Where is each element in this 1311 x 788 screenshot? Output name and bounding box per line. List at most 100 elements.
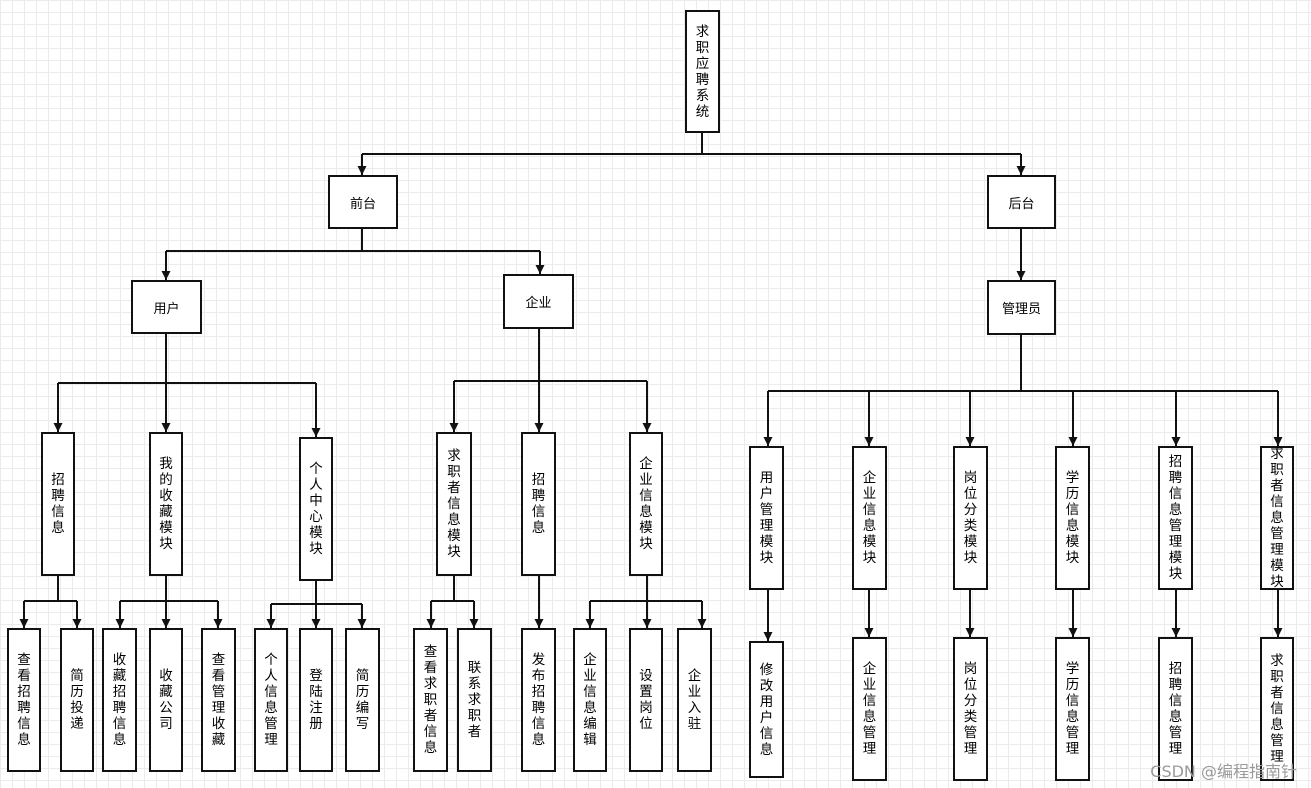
arrow-head [763,437,773,446]
arrow-head [864,437,874,446]
arrow-head [19,619,29,628]
arrow-head [469,619,479,628]
node-company-info: 企业信息模块 [629,432,663,576]
node-admin-education: 学历信息模块 [1055,446,1090,590]
node-company-recruit-info: 招聘信息 [521,432,556,576]
node-admin-recruit-mgmt: 招聘信息管理模块 [1158,446,1193,590]
leaf-edit-company-info-label: 企业信息编辑 [583,652,597,748]
leaf-education-mgmt: 学历信息管理 [1055,637,1090,781]
leaf-login-register-label: 登陆注册 [309,668,323,732]
node-root: 求职应聘系统 [685,10,720,133]
leaf-contact-seeker-label: 联系求职者 [467,660,482,740]
node-user-label: 用户 [153,301,180,317]
node-back-label: 后台 [1008,196,1035,212]
csdn-watermark: CSDN @编程指南针 [1150,762,1297,781]
node-user: 用户 [131,280,202,334]
node-admin: 管理员 [987,280,1056,335]
arrow-head [213,619,223,628]
arrow-head [642,619,652,628]
node-admin-company-info-label: 企业信息模块 [862,470,877,566]
leaf-resume-submit: 简历投递 [60,628,94,772]
node-admin-user-mgmt: 用户管理模块 [749,446,784,590]
node-back: 后台 [987,175,1056,229]
arrow-head [642,423,652,432]
node-company-recruit-info-label: 招聘信息 [531,472,546,536]
arrow-head [1016,271,1026,280]
leaf-recruit-info-mgmt: 招聘信息管理 [1158,637,1193,781]
arrow-head [72,619,82,628]
leaf-resume-write: 简历编写 [345,628,380,772]
leaf-edit-user-info: 修改用户信息 [749,641,784,778]
leaf-recruit-info-mgmt-label: 招聘信息管理 [1168,661,1183,757]
leaf-fav-company-label: 收藏公司 [159,668,173,732]
arrow-head [266,619,276,628]
leaf-view-recruit-info-label: 查看招聘信息 [17,652,31,748]
arrow-head [311,619,321,628]
arrow-head [1273,628,1283,637]
leaf-fav-recruit-info-label: 收藏招聘信息 [112,652,127,748]
leaf-contact-seeker: 联系求职者 [457,628,492,772]
node-front: 前台 [328,175,398,229]
arrow-head [161,619,171,628]
node-admin-job-category-label: 岗位分类模块 [963,470,978,566]
leaf-fav-company: 收藏公司 [149,628,183,772]
leaf-view-recruit-info: 查看招聘信息 [7,628,41,772]
node-admin-job-category: 岗位分类模块 [953,446,988,590]
leaf-job-category-mgmt: 岗位分类管理 [953,637,988,781]
node-front-label: 前台 [349,196,376,212]
arrow-head [161,423,171,432]
leaf-view-seeker-info: 查看求职者信息 [413,628,448,772]
arrow-head [535,265,545,274]
arrow-head [1068,628,1078,637]
node-company-info-label: 企业信息模块 [639,456,653,552]
leaf-job-category-mgmt-label: 岗位分类管理 [963,661,978,757]
node-root-label: 求职应聘系统 [695,23,710,120]
arrow-head [1273,437,1283,446]
node-admin-education-label: 学历信息模块 [1065,470,1080,566]
leaf-manage-favorites-label: 查看管理收藏 [211,652,226,748]
node-company-seeker-info-label: 求职者信息模块 [447,448,461,560]
arrow-head [585,619,595,628]
leaf-login-register: 登陆注册 [299,628,333,772]
leaf-resume-submit-label: 简历投递 [70,668,84,732]
leaf-resume-write-label: 简历编写 [355,668,370,732]
leaf-view-seeker-info-label: 查看求职者信息 [423,644,438,756]
arrow-head [965,628,975,637]
arrow-head [534,423,544,432]
node-admin-user-mgmt-label: 用户管理模块 [759,470,774,566]
arrow-head [161,271,171,280]
node-user-favorites-label: 我的收藏模块 [159,456,173,552]
leaf-company-onboard: 企业入驻 [677,628,712,772]
leaf-seeker-info-mgmt: 求职者信息管理 [1260,637,1294,781]
leaf-education-mgmt-label: 学历信息管理 [1065,661,1080,757]
arrow-head [1171,628,1181,637]
arrow-head [697,619,707,628]
node-user-recruit-info: 招聘信息 [41,432,75,576]
node-admin-label: 管理员 [1001,302,1041,317]
arrow-head [311,428,321,437]
arrow-head [534,619,544,628]
node-company-label: 企业 [525,296,552,311]
node-admin-seeker-mgmt: 求职者信息管理模块 [1260,446,1294,590]
leaf-publish-recruit-label: 发布招聘信息 [531,652,546,748]
arrow-head [763,632,773,641]
leaf-personal-info: 个人信息管理 [254,628,288,772]
node-user-center: 个人中心模块 [299,437,333,581]
arrow-head [426,619,436,628]
arrow-head [115,619,125,628]
leaf-set-positions-label: 设置岗位 [639,668,653,732]
leaf-company-info-mgmt-label: 企业信息管理 [862,661,877,757]
arrow-head [449,423,459,432]
node-company-seeker-info: 求职者信息模块 [436,432,472,576]
arrow-head [357,619,367,628]
leaf-company-onboard-label: 企业入驻 [687,668,702,732]
leaf-fav-recruit-info: 收藏招聘信息 [102,628,137,772]
leaf-company-info-mgmt: 企业信息管理 [852,637,887,781]
node-company: 企业 [503,274,574,329]
leaf-manage-favorites: 查看管理收藏 [201,628,236,772]
arrow-head [1068,437,1078,446]
node-admin-recruit-mgmt-label: 招聘信息管理模块 [1168,454,1183,582]
leaf-edit-company-info: 企业信息编辑 [573,628,607,772]
arrow-head [53,423,63,432]
